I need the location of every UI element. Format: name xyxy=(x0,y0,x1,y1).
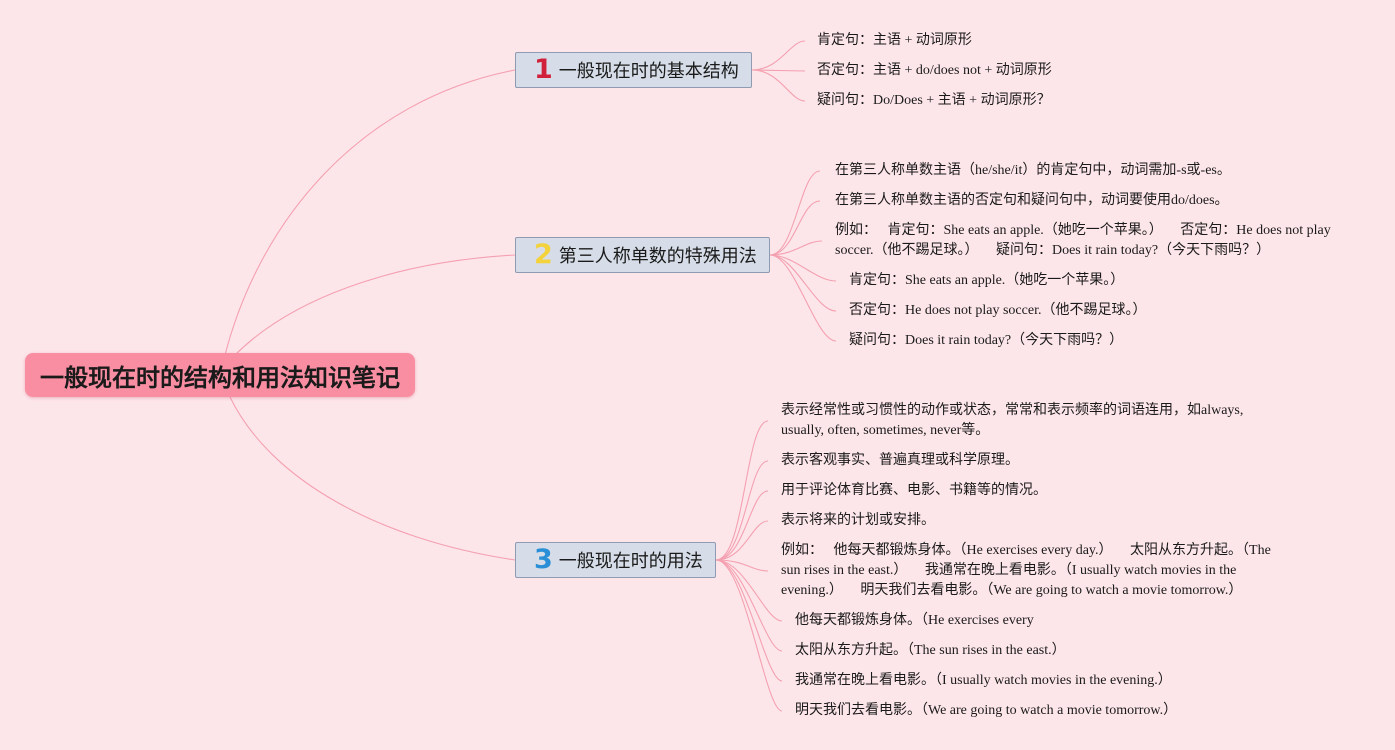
leaf-b3-example-movie-tomorrow[interactable]: 明天我们去看电影。（We are going to watch a movie … xyxy=(795,703,1178,718)
branch-title: 一般现在时的基本结构 xyxy=(558,61,739,82)
connector-b1-leaf-1 xyxy=(751,40,806,71)
leaf-b2-rule-affirmative[interactable]: 在第三人称单数主语（he/she/it）的肯定句中，动词需加-s或-es。 xyxy=(835,163,1231,178)
branch-third-person[interactable]: 2 第三人称单数的特殊用法 xyxy=(515,237,770,273)
branch-title: 一般现在时的用法 xyxy=(558,551,703,572)
leaf-b1-question[interactable]: 疑问句：Do/Does + 主语 + 动词原形？ xyxy=(817,93,1051,108)
connector-b3-leaf-4 xyxy=(715,520,769,561)
branch-basic-structure[interactable]: 1 一般现在时的基本结构 xyxy=(515,52,752,88)
connector-root-branch-1 xyxy=(224,69,516,356)
connector-b3-leaf-2 xyxy=(715,460,769,561)
connector-b3-leaf-9 xyxy=(715,559,783,712)
connector-b2-leaf-2 xyxy=(769,200,821,256)
branch-number-3: 3 xyxy=(534,543,553,575)
connector-b2-leaf-6 xyxy=(769,254,837,342)
connector-b3-leaf-3 xyxy=(715,490,769,561)
connector-b2-leaf-3 xyxy=(769,240,823,256)
branch-number-2: 2 xyxy=(534,238,553,270)
connector-root-branch-3 xyxy=(229,396,516,561)
leaf-b3-example-movies-evening[interactable]: 我通常在晚上看电影。（I usually watch movies in the… xyxy=(795,673,1172,688)
connector-b1-leaf-3 xyxy=(751,69,806,102)
connector-b2-leaf-5 xyxy=(769,254,837,312)
root-title: 一般现在时的结构和用法知识笔记 xyxy=(40,363,400,392)
connector-root-branch-2 xyxy=(234,254,516,356)
leaf-b3-example-exercise[interactable]: 他每天都锻炼身体。（He exercises every xyxy=(795,613,1034,628)
leaf-b3-examples[interactable]: 例如： 他每天都锻炼身体。（He exercises every day.） 太… xyxy=(781,543,1271,598)
leaf-b3-future-plans[interactable]: 表示将来的计划或安排。 xyxy=(781,513,935,528)
branch-usage[interactable]: 3 一般现在时的用法 xyxy=(515,542,716,578)
branch-title: 第三人称单数的特殊用法 xyxy=(558,246,757,267)
connector-b2-leaf-1 xyxy=(769,170,821,256)
branch-number-1: 1 xyxy=(534,53,553,85)
connector-b2-leaf-4 xyxy=(769,254,837,282)
leaf-b3-habitual[interactable]: 表示经常性或习惯性的动作或状态，常常和表示频率的词语连用，如always, us… xyxy=(781,403,1244,438)
connector-b3-leaf-1 xyxy=(715,420,769,561)
leaf-b2-example-negative[interactable]: 否定句：He does not play soccer.（他不踢足球。） xyxy=(849,303,1147,318)
leaf-b2-examples[interactable]: 例如： 肯定句：She eats an apple.（她吃一个苹果。） 否定句：… xyxy=(835,223,1331,258)
leaf-b3-commentary[interactable]: 用于评论体育比赛、电影、书籍等的情况。 xyxy=(781,483,1047,498)
leaf-b1-affirmative[interactable]: 肯定句：主语 + 动词原形 xyxy=(817,33,972,48)
connector-b3-leaf-7 xyxy=(715,559,783,652)
leaf-b2-example-affirmative[interactable]: 肯定句：She eats an apple.（她吃一个苹果。） xyxy=(849,273,1125,288)
leaf-b2-example-question[interactable]: 疑问句：Does it rain today?（今天下雨吗？） xyxy=(849,333,1124,348)
connector-b3-leaf-6 xyxy=(715,559,783,622)
connector-b1-leaf-2 xyxy=(751,69,806,72)
leaf-b3-facts[interactable]: 表示客观事实、普遍真理或科学原理。 xyxy=(781,453,1019,468)
leaf-b2-rule-negative-question[interactable]: 在第三人称单数主语的否定句和疑问句中，动词要使用do/does。 xyxy=(835,193,1229,208)
root-topic[interactable]: 一般现在时的结构和用法知识笔记 xyxy=(25,353,415,397)
leaf-b3-example-sunrise[interactable]: 太阳从东方升起。（The sun rises in the east.） xyxy=(795,643,1066,658)
leaf-b1-negative[interactable]: 否定句：主语 + do/does not + 动词原形 xyxy=(817,63,1052,78)
connector-b3-leaf-5 xyxy=(715,559,769,572)
